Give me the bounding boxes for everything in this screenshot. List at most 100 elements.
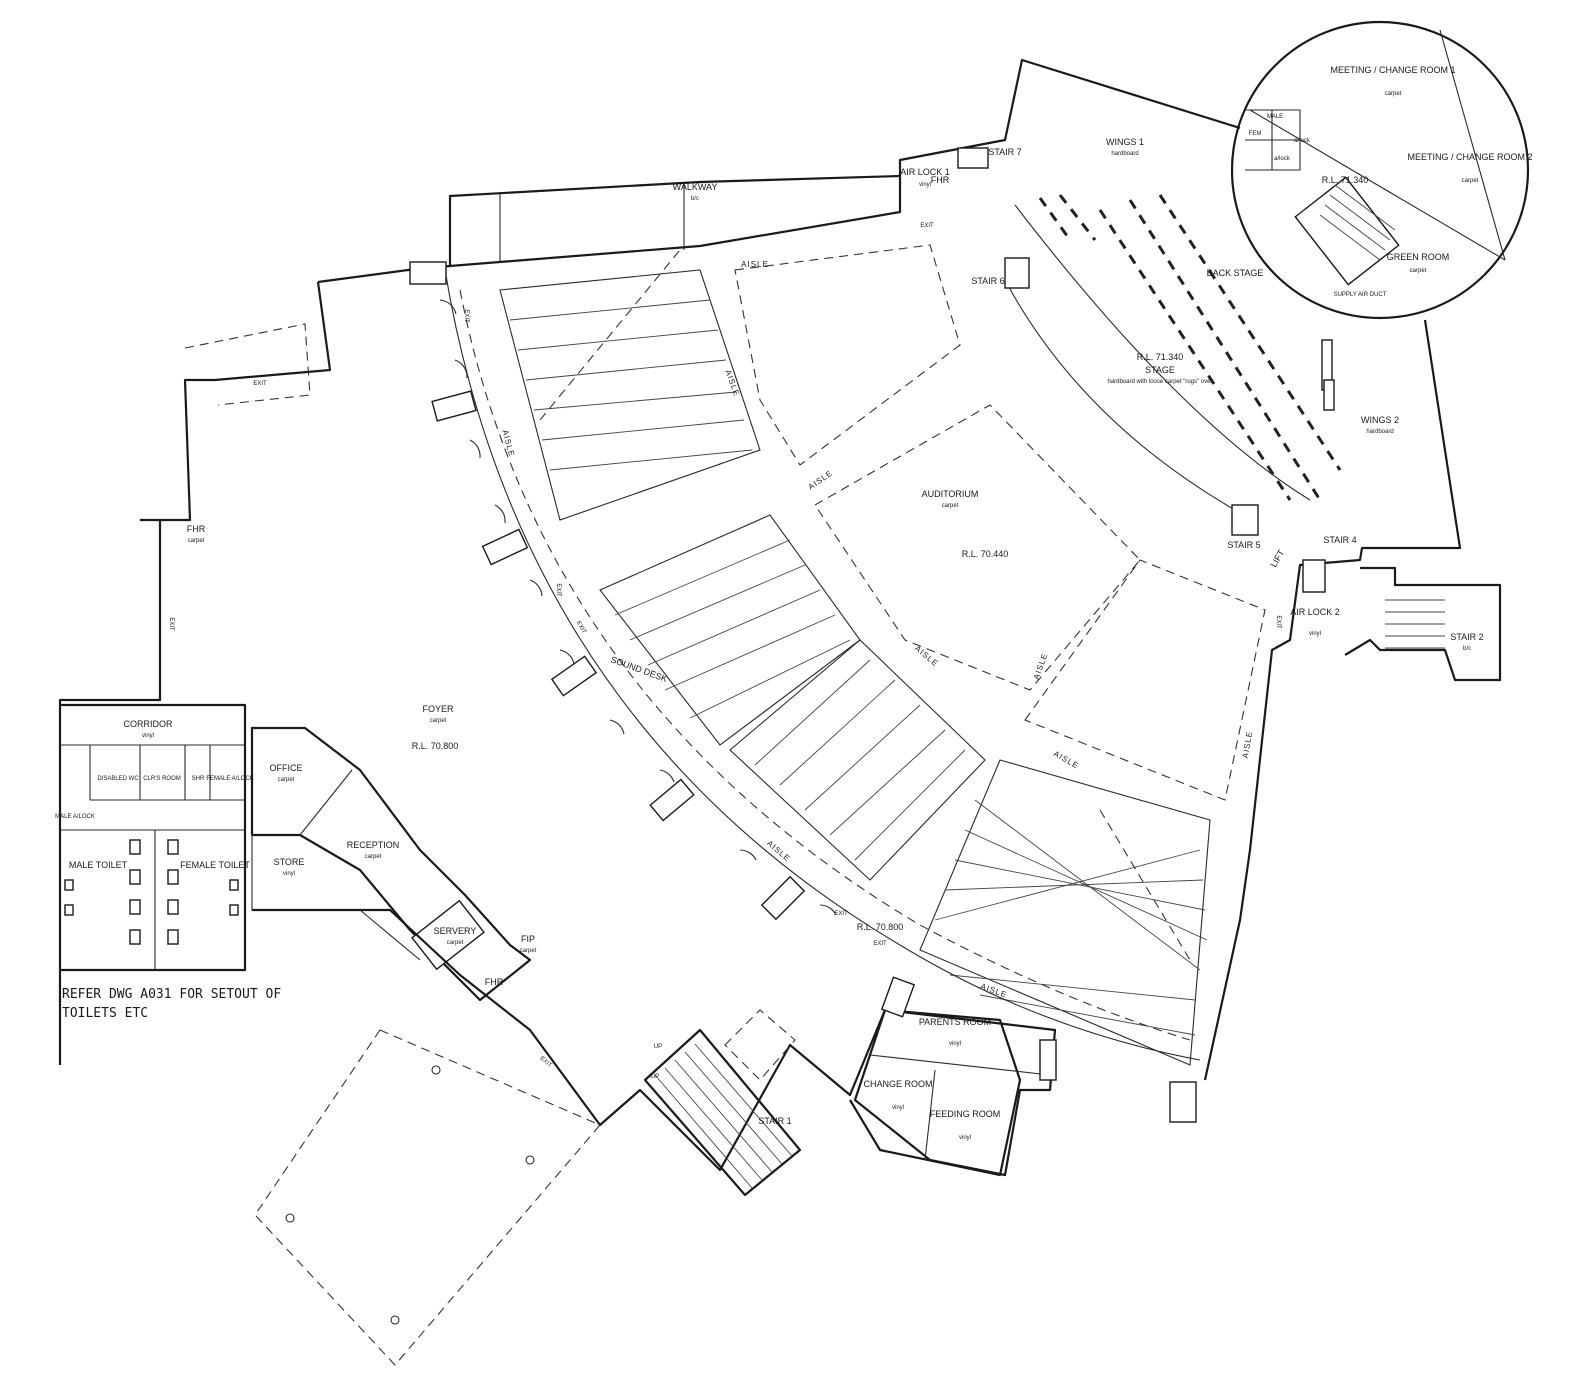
lift-label: LIFT [1268, 548, 1286, 569]
south-canopy [254, 1029, 601, 1366]
change-room-label: CHANGE ROOM vinyl [863, 1079, 932, 1111]
wings-1-label: WINGS 1 hardboard [1106, 137, 1144, 157]
canopy-columns [285, 1065, 535, 1325]
shr-label: SHR [192, 776, 205, 782]
aisle-label: AISLE [1052, 749, 1080, 771]
stair-6-drawing [1004, 257, 1030, 289]
parents-partition [869, 1054, 1051, 1076]
feeding-room-name: FEEDING ROOM [930, 1109, 1001, 1119]
exit-sign: EXIT [920, 223, 934, 229]
annex-stair-treads [1319, 184, 1396, 261]
auditorium-label: AUDITORIUM carpet R.L. 70.440 [922, 489, 1009, 559]
note-line-2: TOILETS ETC [62, 1006, 148, 1021]
feeding-room-label: FEEDING ROOM vinyl [930, 1109, 1001, 1141]
green-room-label: GREEN ROOM carpet [1387, 252, 1450, 274]
back-stage-label: BACK STAGE [1207, 268, 1264, 278]
male-alock-label: MALE A/LOCK [55, 814, 95, 820]
west-canopy [184, 323, 311, 406]
reception-name: RECEPTION [347, 840, 400, 850]
airlock-1-name: AIR LOCK 1 [900, 167, 950, 177]
store-label: STORE vinyl [274, 857, 305, 877]
cleaners-room-label: CLR'S ROOM [143, 776, 180, 782]
wings-2-finish: hardboard [1366, 429, 1393, 435]
door-swings [439, 299, 837, 916]
aisle-zone-lower [1024, 559, 1266, 801]
stage-name: STAGE [1145, 365, 1175, 375]
annex-rl-label: R.L. 71.340 [1322, 175, 1369, 185]
reception-label: RECEPTION carpet [347, 840, 400, 860]
airlock-2-label: AIR LOCK 2 vinyl [1290, 607, 1340, 637]
fip-name: FIP [521, 934, 535, 944]
note-line-1: REFER DWG A031 FOR SETOUT OF [62, 987, 281, 1002]
exit-sign: EXIT [873, 941, 887, 947]
west-wall [58, 520, 162, 1065]
aisle-label: AISLE [741, 260, 769, 269]
aisle-label: AISLE [979, 982, 1008, 1000]
wings-2-label: WINGS 2 hardboard [1361, 415, 1399, 435]
fhr-left-name: FHR [187, 524, 206, 534]
aisle-label: AISLE [1241, 730, 1255, 759]
exit-sign: EXIT [463, 309, 469, 323]
toilet-fixtures [64, 839, 239, 945]
front-rl-label: R.L. 70.800 [857, 922, 904, 932]
airlock-2-name: AIR LOCK 2 [1290, 607, 1340, 617]
stair-2-label: STAIR 2 b/c [1450, 632, 1483, 652]
servery-finish: carpet [447, 940, 464, 946]
wings-1-name: WINGS 1 [1106, 137, 1144, 147]
foyer-rl: R.L. 70.800 [412, 741, 459, 751]
annex-stair [1294, 176, 1400, 286]
fhr-top-label: FHR [931, 175, 950, 185]
sound-desk-label: SOUND DESK [609, 654, 668, 684]
seating-bank-1 [499, 249, 761, 521]
annex-partition [1249, 109, 1506, 261]
stair-2-finish: b/c [1463, 646, 1471, 652]
aisle-label: AISLE [500, 429, 516, 458]
reception-partition [299, 769, 353, 836]
stage-back-curve [1014, 204, 1311, 501]
auditorium-finish: carpet [942, 503, 959, 509]
parents-room-finish: vinyl [949, 1041, 961, 1047]
north-wall [317, 58, 1241, 284]
airlock-1-finish: vinyl [919, 182, 931, 188]
exit-sign: EXIT [168, 617, 174, 631]
meeting-2-finish: carpet [1462, 178, 1479, 184]
male-small-label: MALE [1267, 114, 1283, 120]
annex-small-rooms [1245, 109, 1301, 171]
foyer-name: FOYER [422, 704, 454, 714]
west-upper-wall [140, 281, 332, 522]
green-room-finish: carpet [1410, 268, 1427, 274]
up-marker: UP [654, 1044, 662, 1050]
female-toilet-label: FEMALE TOILET [180, 860, 250, 870]
bench [1039, 1039, 1057, 1081]
auditorium-outer-aisle [459, 289, 1191, 1041]
circular-annex [1230, 20, 1530, 320]
fem-small-label: FEM [1249, 131, 1262, 137]
meeting-2-label: MEETING / CHANGE ROOM 2 carpet [1407, 152, 1532, 184]
walkway-label: WALKWAY b/c [673, 182, 718, 202]
furniture-boxes [431, 390, 916, 1018]
seating-bank-2 [599, 514, 861, 746]
airlock-2-finish: vinyl [1309, 631, 1321, 637]
store-name: STORE [274, 857, 305, 867]
lift-shaft [1302, 559, 1326, 593]
stair-2-name: STAIR 2 [1450, 632, 1483, 642]
east-wall [1203, 319, 1462, 1081]
servery-label: SERVERY carpet [434, 926, 477, 946]
meeting-1-label: MEETING / CHANGE ROOM 1 carpet [1330, 65, 1455, 97]
stair-7-label: STAIR 7 [988, 147, 1021, 157]
stair-1-label: STAIR 1 [758, 1116, 791, 1126]
exit-sign: EXIT [834, 911, 848, 917]
wings-1-finish: hardboard [1111, 151, 1138, 157]
change-room-name: CHANGE ROOM [863, 1079, 932, 1089]
walkway-name: WALKWAY [673, 182, 718, 192]
supply-air-duct-label: SUPPLY AIR DUCT [1334, 292, 1387, 298]
stage-rl: R.L. 71.340 [1137, 352, 1184, 362]
exit-sign: EXIT [555, 583, 561, 597]
foyer-finish: carpet [430, 718, 447, 724]
aisle-label: AISLE [913, 644, 940, 669]
meeting-1-name: MEETING / CHANGE ROOM 1 [1330, 65, 1455, 75]
stair-5-label: STAIR 5 [1227, 540, 1260, 550]
stair-4-label: STAIR 4 [1323, 535, 1356, 545]
